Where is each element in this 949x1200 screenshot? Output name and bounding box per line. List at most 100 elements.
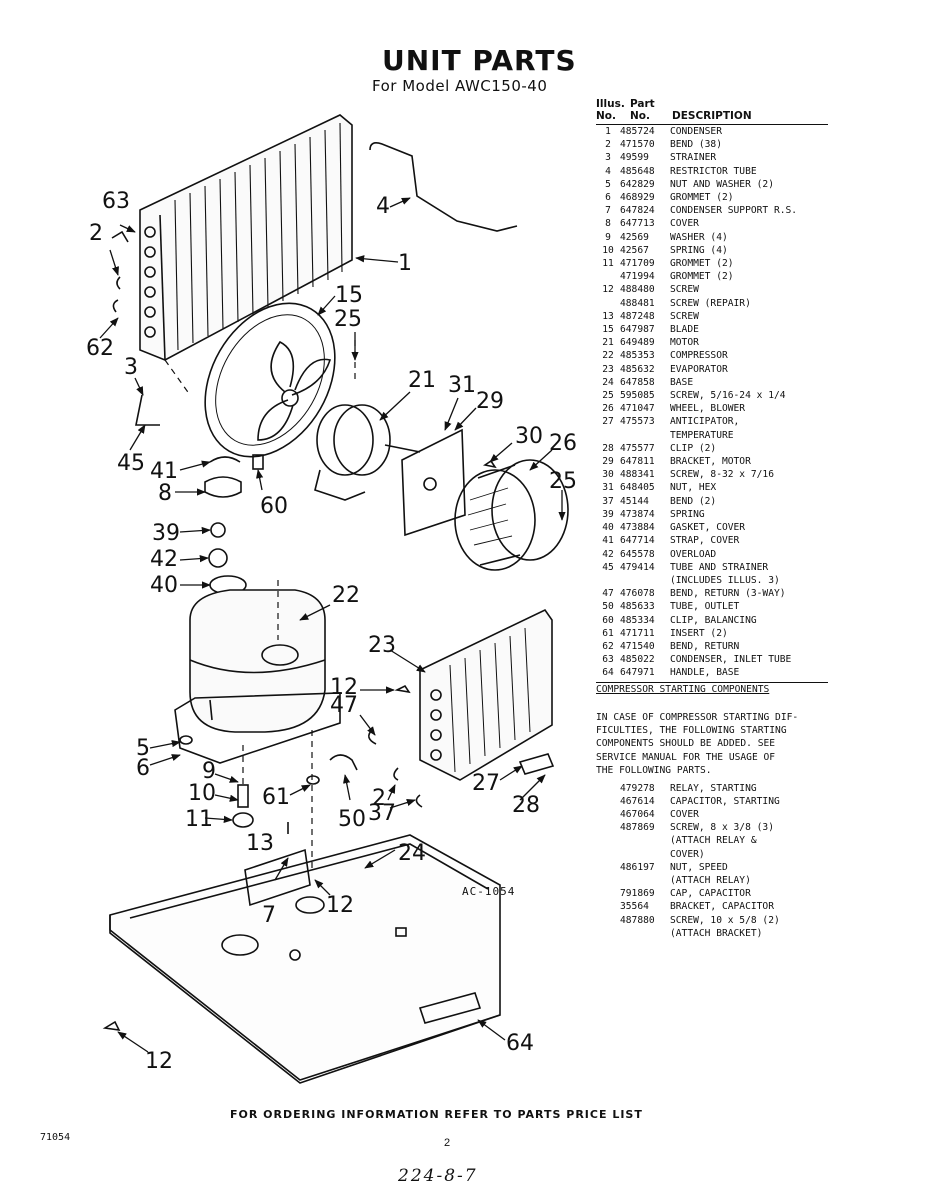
callout-31: 31	[448, 373, 476, 398]
description: COMPRESSOR	[670, 350, 728, 362]
part-no: 49599	[620, 152, 649, 164]
description: SCREW, 5/16-24 x 1/4	[670, 390, 786, 402]
row-spacer	[596, 848, 620, 861]
callout-12-evap: 12	[330, 675, 358, 700]
row-spacer	[596, 914, 620, 927]
illus-no: 42	[602, 548, 614, 560]
part-no	[620, 834, 670, 847]
illus-no: 41	[602, 535, 614, 547]
part-no: 485632	[620, 363, 655, 375]
illus-no: 12	[602, 284, 614, 296]
callout-5: 5	[136, 736, 150, 761]
starting-component-row: 35564 BRACKET, CAPACITOR	[596, 900, 828, 913]
description: CONDENSER SUPPORT R.S.	[670, 205, 798, 217]
row-spacer	[596, 874, 620, 887]
notice-line: COMPONENTS SHOULD BE ADDED. SEE	[596, 738, 776, 750]
callout-37: 37	[368, 801, 396, 826]
description: CLIP, BALANCING	[670, 614, 757, 626]
document-number: 71054	[40, 1132, 71, 1143]
part-no: 42567	[620, 244, 649, 256]
callout-40: 40	[150, 573, 178, 598]
notice-line: SERVICE MANUAL FOR THE USAGE OF	[596, 751, 776, 763]
description: SCREW	[670, 310, 699, 322]
part-no: 35564	[620, 901, 649, 913]
part-no: 471994	[620, 271, 655, 283]
description: OVERLOAD	[670, 548, 717, 560]
description: BRACKET, MOTOR	[670, 456, 751, 468]
ordering-footer: FOR ORDERING INFORMATION REFER TO PARTS …	[230, 1108, 643, 1121]
description: INSERT (2)	[670, 627, 728, 639]
part-no: 487880	[620, 914, 655, 926]
illus-no	[596, 297, 620, 310]
description: GROMMET (2)	[670, 258, 734, 270]
part-no: 485648	[620, 165, 655, 177]
row-spacer	[596, 900, 620, 913]
description: BRACKET, CAPACITOR	[670, 901, 774, 913]
callout-29: 29	[476, 389, 504, 414]
row-spacer	[596, 927, 620, 940]
part-no: 649489	[620, 337, 655, 349]
description: CAPACITOR, STARTING	[670, 795, 780, 807]
callout-47: 47	[330, 693, 358, 718]
part-no: 476078	[620, 588, 655, 600]
part-no	[620, 874, 670, 887]
part-no: 647987	[620, 324, 655, 336]
illus-no: 15	[602, 324, 614, 336]
part-no: 791869	[620, 888, 655, 900]
callout-39: 39	[152, 521, 180, 546]
illus-no: 60	[602, 614, 614, 626]
parts-list-header: Illus. Part No. No. DESCRIPTION	[596, 98, 828, 125]
description: WASHER (4)	[670, 231, 728, 243]
callout-11: 11	[185, 807, 213, 832]
notice-line: THE FOLLOWING PARTS.	[596, 765, 712, 777]
illus-no: 3	[605, 152, 611, 164]
part-no: 648405	[620, 482, 655, 494]
description: BLADE	[670, 324, 699, 336]
header-part-bottom: No.	[630, 110, 650, 122]
part-no: 485633	[620, 601, 655, 613]
callout-28: 28	[512, 793, 540, 818]
illus-no	[596, 574, 620, 587]
part-no: 647858	[620, 376, 655, 388]
part-no: 485022	[620, 654, 655, 666]
part-no: 647714	[620, 535, 655, 547]
description: GASKET, COVER	[670, 522, 746, 534]
part-no: 488341	[620, 469, 655, 481]
callout-9: 9	[202, 759, 216, 784]
part-no	[620, 429, 670, 442]
description: SPRING	[670, 508, 705, 520]
illus-no: 1	[605, 126, 611, 137]
description: SPRING (4)	[670, 244, 728, 256]
part-no: 475577	[620, 442, 655, 454]
callout-24: 24	[398, 841, 426, 866]
description: SCREW, 8 x 3/8 (3)	[670, 822, 774, 834]
part-no: 467064	[620, 808, 655, 820]
part-no	[620, 927, 670, 940]
description: RELAY, STARTING	[670, 782, 757, 794]
row-spacer	[596, 808, 620, 821]
row-spacer	[596, 834, 620, 847]
part-no	[620, 574, 670, 587]
illus-no: 28	[602, 442, 614, 454]
illus-no: 27	[602, 416, 614, 428]
fan-blade-illustration	[204, 302, 336, 458]
part-no: 471709	[620, 258, 655, 270]
description: TEMPERATURE	[670, 429, 734, 441]
part-no: 647811	[620, 456, 655, 468]
illus-no: 47	[602, 588, 614, 600]
description: MOTOR	[670, 337, 699, 349]
callout-1: 1	[398, 251, 412, 276]
header-illus-top: Illus.	[596, 98, 625, 110]
row-spacer	[596, 861, 620, 874]
